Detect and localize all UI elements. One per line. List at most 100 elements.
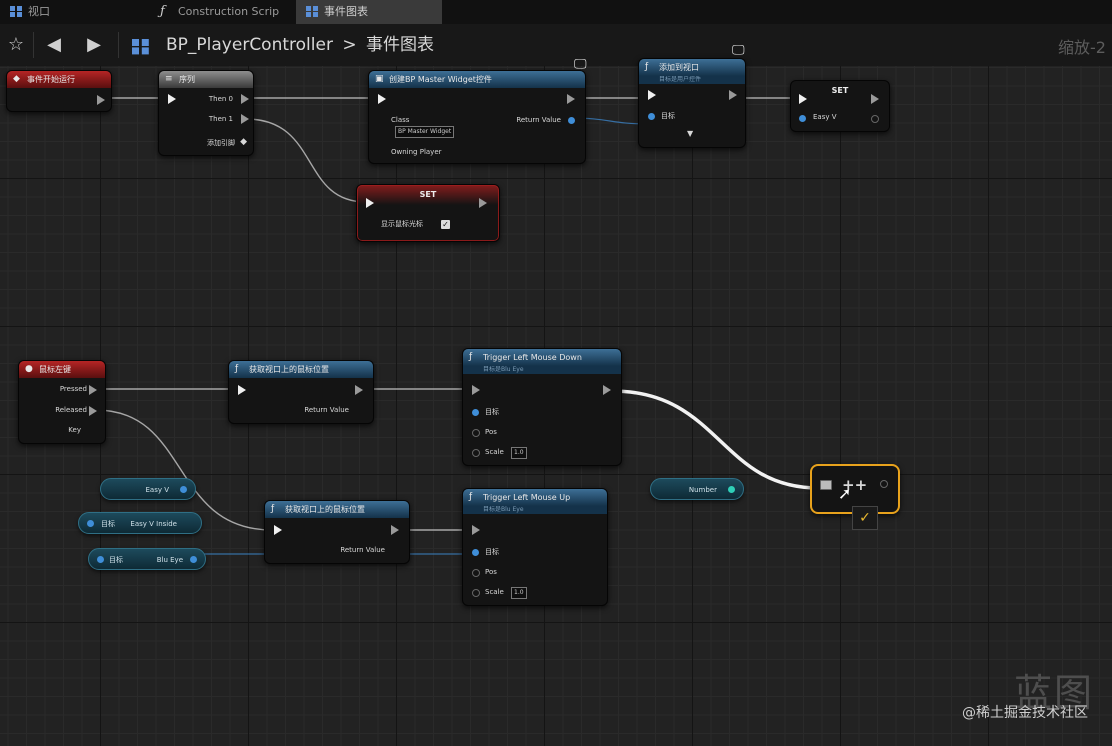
node-title: 序列: [179, 75, 195, 84]
favorite-star-icon[interactable]: ☆: [7, 34, 25, 55]
var-easy-v[interactable]: Easy V: [100, 478, 196, 500]
pos-pin[interactable]: [472, 569, 480, 577]
exec-out-pin[interactable]: [567, 94, 575, 104]
exec-out-pin[interactable]: [729, 90, 737, 100]
var-label: Number: [688, 486, 717, 494]
node-event-begin-play[interactable]: ◆事件开始运行: [6, 70, 112, 112]
tab-bar: 视口 ƒ Construction Scrip 事件图表: [0, 0, 1112, 24]
var-easy-v-inside[interactable]: 目标 Easy V Inside: [78, 512, 202, 534]
node-left-mouse-button[interactable]: ●鼠标左键 Pressed Released Key: [18, 360, 106, 444]
expand-arrow-icon[interactable]: ▼: [687, 129, 694, 138]
exec-in-pin[interactable]: [366, 198, 374, 208]
exec-in-pin[interactable]: [378, 94, 386, 104]
blueprint-grid-icon: [132, 39, 149, 55]
toolbar-divider: [118, 32, 119, 58]
add-pin-icon[interactable]: ◆: [240, 137, 247, 147]
node-header: ●鼠标左键: [19, 361, 105, 378]
exec-in-pin[interactable]: [274, 525, 282, 535]
var-label: Blu Eye: [156, 556, 183, 564]
exec-out-pin[interactable]: [391, 525, 399, 535]
widget-icon: ▣: [375, 74, 384, 84]
node-sequence[interactable]: ≡序列 Then 0 Then 1 添加引脚 ◆: [158, 70, 254, 156]
value-out-pin[interactable]: [871, 115, 879, 123]
output-pin[interactable]: [880, 480, 888, 488]
watermark-logo: 蓝图: [1013, 671, 1094, 715]
target-pin[interactable]: [648, 113, 655, 120]
scale-value-input[interactable]: 1.0: [511, 587, 527, 599]
input-key-icon: ●: [25, 364, 33, 374]
pin-label: 显示鼠标光标: [381, 220, 423, 228]
pin-label: Return Value: [516, 116, 561, 124]
node-title: ++: [842, 476, 868, 494]
pin-label: Scale: [485, 588, 504, 596]
var-target-label: 目标: [109, 556, 123, 564]
forward-arrow-icon[interactable]: ▶: [87, 34, 101, 55]
scale-pin[interactable]: [472, 449, 480, 457]
sequence-icon: ≡: [165, 74, 173, 84]
output-pin[interactable]: [180, 486, 187, 493]
node-header: ◆事件开始运行: [7, 71, 111, 88]
target-pin[interactable]: [472, 549, 479, 556]
graph-canvas[interactable]: ◆事件开始运行 ≡序列 Then 0 Then 1 添加引脚 ◆ ▣创建BP M…: [0, 44, 1112, 746]
var-number[interactable]: Number: [650, 478, 744, 500]
scale-value-input[interactable]: 1.0: [511, 447, 527, 459]
function-icon: ƒ: [469, 492, 473, 502]
pin-label: Released: [55, 406, 87, 414]
node-set-show-cursor[interactable]: SET 显示鼠标光标 ✓: [356, 184, 500, 242]
exec-out-pin[interactable]: [603, 385, 611, 395]
class-selector[interactable]: BP Master Widget: [395, 126, 455, 138]
node-create-widget[interactable]: ▣创建BP Master Widget控件 Class BP Master Wi…: [368, 70, 586, 164]
checkbox-checked[interactable]: ✓: [441, 220, 450, 229]
scale-pin[interactable]: [472, 589, 480, 597]
back-arrow-icon[interactable]: ◀: [47, 34, 61, 55]
exec-out-pin[interactable]: [355, 385, 363, 395]
add-pin-label[interactable]: 添加引脚: [207, 139, 235, 147]
return-value-pin[interactable]: [568, 117, 575, 124]
wire-layer: [95, 97, 819, 555]
pin-label: Then 0: [208, 95, 233, 103]
exec-out-pin[interactable]: [97, 95, 105, 105]
node-subtitle: 目标是用户控件: [639, 76, 745, 84]
target-pin[interactable]: [97, 556, 104, 563]
pos-pin[interactable]: [472, 429, 480, 437]
exec-out-pin[interactable]: [871, 94, 879, 104]
target-pin[interactable]: [472, 409, 479, 416]
var-target-label: 目标: [101, 520, 115, 528]
node-set-easy-v[interactable]: SET Easy V: [790, 80, 890, 132]
tab-label: 事件图表: [324, 5, 368, 18]
exec-in-pin[interactable]: [168, 94, 176, 104]
output-pin[interactable]: [728, 486, 735, 493]
tab-construction-script[interactable]: ƒ Construction Scrip: [150, 0, 290, 24]
exec-in-pin[interactable]: [472, 385, 480, 395]
exec-in-pin[interactable]: [472, 525, 480, 535]
breadcrumb-root[interactable]: BP_PlayerController: [166, 35, 333, 55]
node-title: 事件开始运行: [27, 75, 75, 84]
node-subtitle: 目标是Blu Eye: [463, 506, 607, 514]
target-pin[interactable]: [87, 520, 94, 527]
toolbar-divider: [33, 32, 34, 58]
var-blu-eye[interactable]: 目标 Blu Eye: [88, 548, 206, 570]
var-label: Easy V Inside: [130, 520, 177, 528]
exec-out-pin[interactable]: [241, 114, 249, 124]
tab-viewport[interactable]: 视口: [0, 0, 140, 24]
exec-out-pin[interactable]: [479, 198, 487, 208]
value-pin[interactable]: [799, 115, 806, 122]
exec-in-pin[interactable]: [238, 385, 246, 395]
input-pin[interactable]: [820, 480, 832, 490]
tab-event-graph[interactable]: 事件图表: [296, 0, 442, 24]
exec-out-pin[interactable]: [241, 94, 249, 104]
output-pin[interactable]: [190, 556, 197, 563]
connection-ok-check-icon: ✓: [852, 506, 878, 530]
exec-out-pin[interactable]: [89, 406, 97, 416]
pin-label: Key: [68, 426, 81, 434]
exec-in-pin[interactable]: [799, 94, 807, 104]
exec-in-pin[interactable]: [648, 90, 656, 100]
exec-out-pin[interactable]: [89, 385, 97, 395]
